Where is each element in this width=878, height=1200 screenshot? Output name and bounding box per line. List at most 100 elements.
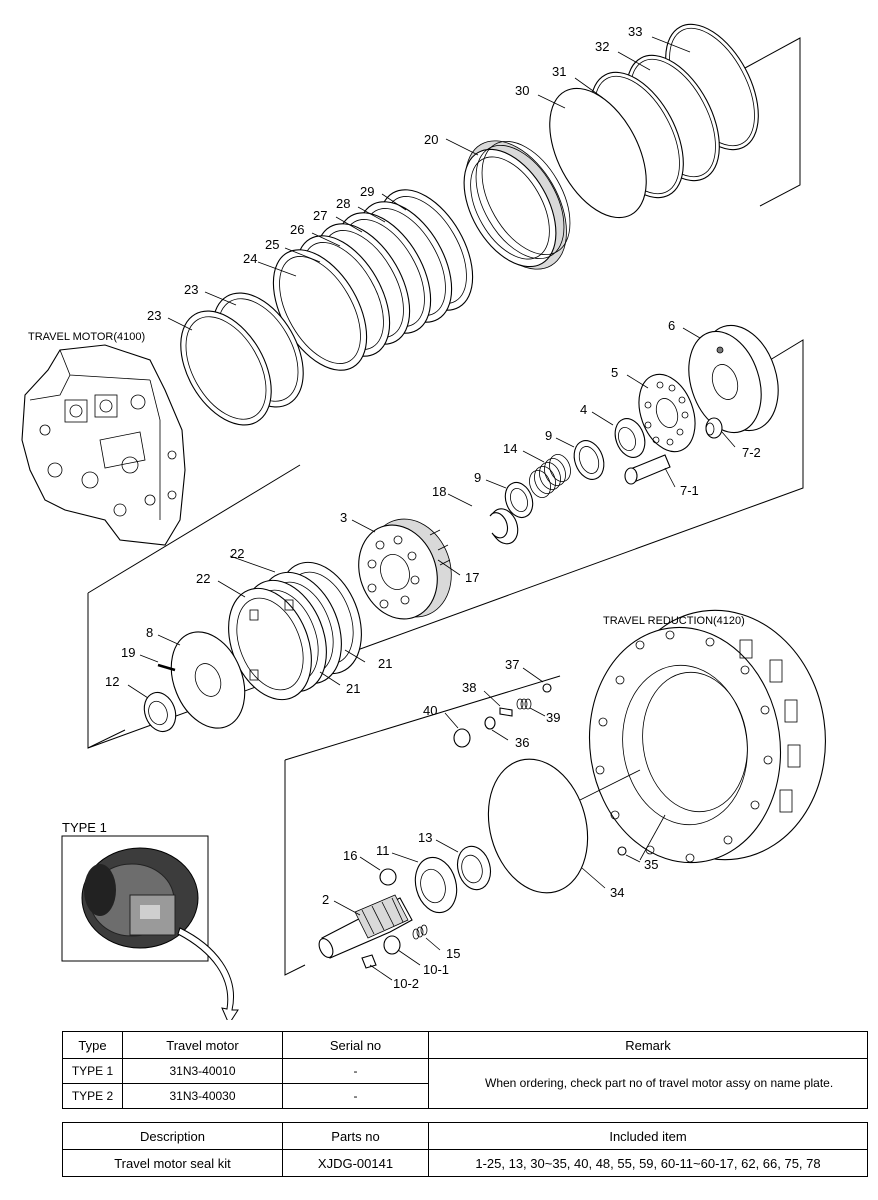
label-9-lower: 9 bbox=[474, 470, 481, 485]
label-8: 8 bbox=[146, 625, 153, 640]
label-2: 2 bbox=[322, 892, 329, 907]
part-14-spring bbox=[529, 454, 571, 498]
part-36-washer bbox=[484, 716, 496, 730]
header-type: Type bbox=[62, 1031, 123, 1059]
header-serial-no: Serial no bbox=[282, 1031, 429, 1059]
cell-motor: 31N3-40030 bbox=[122, 1083, 283, 1109]
label-21-lower: 21 bbox=[346, 681, 360, 696]
label-32: 32 bbox=[595, 39, 609, 54]
kit-table-header: Description Parts no Included item bbox=[62, 1122, 868, 1150]
part-labels: 33 32 31 30 20 29 28 27 26 25 24 23 23 6… bbox=[105, 24, 761, 991]
caption-travel-reduction: TRAVEL REDUCTION(4120) bbox=[603, 615, 745, 627]
part-5-retainer-plate bbox=[638, 373, 696, 453]
label-7-2: 7-2 bbox=[742, 445, 761, 460]
label-29: 29 bbox=[360, 184, 374, 199]
part-39-spring bbox=[516, 698, 532, 710]
label-19: 19 bbox=[121, 645, 135, 660]
label-13: 13 bbox=[418, 830, 432, 845]
label-25: 25 bbox=[265, 237, 279, 252]
part-30-ring bbox=[549, 87, 647, 219]
travel-reduction-housing bbox=[588, 609, 826, 864]
cell-serial: - bbox=[282, 1083, 429, 1109]
label-33: 33 bbox=[628, 24, 642, 39]
label-11: 11 bbox=[376, 843, 390, 858]
label-18: 18 bbox=[432, 484, 446, 499]
type1-inset-frame bbox=[61, 835, 209, 962]
header-included-item: Included item bbox=[428, 1122, 868, 1150]
label-22-upper: 22 bbox=[230, 546, 244, 561]
part-16-ball bbox=[379, 868, 397, 886]
label-30: 30 bbox=[515, 83, 529, 98]
label-10-1: 10-1 bbox=[423, 962, 449, 977]
label-24: 24 bbox=[243, 251, 257, 266]
part-18-snap-ring bbox=[489, 508, 519, 545]
leader-lines bbox=[127, 36, 736, 981]
part-12-bearing bbox=[143, 691, 177, 733]
travel-motor-body bbox=[21, 344, 186, 546]
part-7-1-piston bbox=[624, 454, 671, 485]
header-remark: Remark bbox=[428, 1031, 868, 1059]
label-34: 34 bbox=[610, 885, 624, 900]
cell-type: TYPE 1 bbox=[62, 1058, 123, 1084]
part-37-plug bbox=[542, 683, 552, 693]
label-6: 6 bbox=[668, 318, 675, 333]
part-19-pin bbox=[157, 663, 176, 672]
label-39: 39 bbox=[546, 710, 560, 725]
panel-frame-bottom bbox=[284, 760, 306, 976]
header-description: Description bbox=[62, 1122, 283, 1150]
part-15-spring bbox=[412, 924, 428, 940]
cell-included-item: 1-25, 13, 30~35, 40, 48, 55, 59, 60-11~6… bbox=[428, 1149, 868, 1177]
part-10-2-pin bbox=[361, 954, 377, 969]
table-row: Travel motor seal kit XJDG-00141 1-25, 1… bbox=[62, 1149, 868, 1177]
seal-kit-table: Description Parts no Included item Trave… bbox=[62, 1122, 868, 1177]
label-17: 17 bbox=[465, 570, 479, 585]
part-35-o-ring bbox=[617, 846, 627, 856]
label-3: 3 bbox=[340, 510, 347, 525]
panel-frame-middle-b bbox=[87, 339, 804, 749]
label-5: 5 bbox=[611, 365, 618, 380]
label-7-1: 7-1 bbox=[680, 483, 699, 498]
cell-serial: - bbox=[282, 1058, 429, 1084]
part-20-piston bbox=[463, 140, 571, 270]
label-31: 31 bbox=[552, 64, 566, 79]
header-travel-motor: Travel motor bbox=[122, 1031, 283, 1059]
type-table-header: Type Travel motor Serial no Remark bbox=[62, 1031, 868, 1059]
part-23-ring-a bbox=[180, 310, 272, 426]
part-34-o-ring bbox=[487, 758, 589, 894]
label-36: 36 bbox=[515, 735, 529, 750]
label-10-2: 10-2 bbox=[393, 976, 419, 991]
part-22-disc-a bbox=[228, 587, 312, 701]
label-35: 35 bbox=[644, 857, 658, 872]
panel-frame-middle bbox=[87, 593, 126, 749]
label-12: 12 bbox=[105, 674, 119, 689]
cell-description: Travel motor seal kit bbox=[62, 1149, 283, 1177]
part-4-ball-guide bbox=[614, 418, 646, 458]
label-38: 38 bbox=[462, 680, 476, 695]
label-15: 15 bbox=[446, 946, 460, 961]
label-14: 14 bbox=[503, 441, 517, 456]
cell-motor: 31N3-40010 bbox=[122, 1058, 283, 1084]
part-9-ring-a bbox=[573, 440, 605, 480]
part-8-plate bbox=[170, 631, 246, 729]
part-3-cylinder-block bbox=[358, 518, 452, 620]
type-table: Type Travel motor Serial no Remark TYPE … bbox=[62, 1031, 868, 1109]
table-row: TYPE 2 31N3-40030 - bbox=[62, 1083, 868, 1109]
label-28: 28 bbox=[336, 196, 350, 211]
part-13-bearing bbox=[456, 845, 492, 891]
header-parts-no: Parts no bbox=[282, 1122, 429, 1150]
part-40-o-ring bbox=[453, 728, 471, 748]
label-22-lower: 22 bbox=[196, 571, 210, 586]
cell-type: TYPE 2 bbox=[62, 1083, 123, 1109]
label-9-upper: 9 bbox=[545, 428, 552, 443]
type1-motor-photo bbox=[81, 847, 199, 949]
caption-type1: TYPE 1 bbox=[62, 820, 107, 835]
table-row: TYPE 1 31N3-40010 - When ordering, check… bbox=[62, 1058, 868, 1109]
part-7-2-shoe bbox=[705, 417, 723, 439]
type1-pointer-arrow bbox=[177, 927, 239, 1020]
part-38-screw bbox=[499, 707, 513, 717]
label-23-lower: 23 bbox=[147, 308, 161, 323]
label-37: 37 bbox=[505, 657, 519, 672]
part-6-plate bbox=[688, 324, 779, 434]
label-27: 27 bbox=[313, 208, 327, 223]
label-23-upper: 23 bbox=[184, 282, 198, 297]
